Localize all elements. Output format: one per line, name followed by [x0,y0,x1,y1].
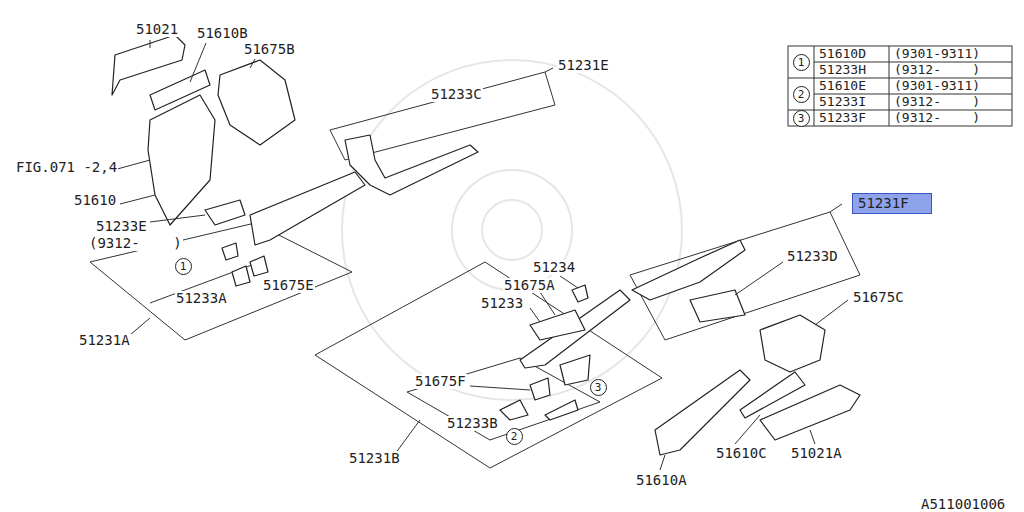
part-number: 51233E [95,219,148,234]
part-number: 51675C [852,290,905,305]
part-number: 51021 [135,22,179,37]
part-number: 51675E [262,278,315,293]
part-number: 51610B [196,26,249,41]
leader-lines [110,40,848,470]
callout-circle: 2 [793,86,810,103]
part-number: 51610A [635,473,688,488]
part-number: 51675A [503,278,556,293]
part-number: 51610C [715,446,768,461]
table-cell: (9312- ) [893,111,981,125]
callout-number: 3 [595,382,602,393]
part-number: 51610 [73,193,117,208]
callout-number: 1 [180,261,187,272]
part-number: 51233D [786,249,839,264]
part-number: 51233A [175,291,228,306]
part-number: FIG.071 -2,4 [15,160,118,175]
table-cell: (9312- ) [893,63,981,77]
highlighted-part-number: 51231F [852,193,932,214]
callout-circle: 2 [506,428,523,445]
table-cell: 51233F [818,111,867,125]
group-outlines [90,72,860,468]
part-number: 51233 [480,296,524,311]
callout-circle: 3 [590,379,607,396]
callout-circle: 1 [175,258,192,275]
table-cell: (9301-9311) [893,47,981,61]
part-number: 51234 [532,260,576,275]
callout-number: 2 [511,431,518,442]
table-cell: (9301-9311) [893,79,981,93]
part-number: 51231A [78,333,131,348]
part-number: 51231F [858,196,909,211]
reference-table-grid [788,46,1012,126]
part-number: 51231E [557,58,610,73]
figure-code: A511001006 [920,497,1006,512]
callout-circle: 3 [793,110,810,127]
part-number: 51233C [430,87,483,102]
callout-number: 3 [798,113,805,124]
body-panels [112,35,860,455]
callout-number: 1 [798,57,805,68]
table-cell: (9312- ) [893,95,981,109]
table-cell: 51233H [818,63,867,77]
table-cell: 51610E [818,79,867,93]
part-number: 51231B [348,451,401,466]
table-cell: 51233I [818,95,867,109]
part-number: 51021A [790,446,843,461]
callout-circle: 1 [793,54,810,71]
callout-number: 2 [798,89,805,100]
part-number: 51233B [446,416,499,431]
part-number: (9312- ) [88,236,183,251]
part-number: 51675F [414,374,467,389]
watermark-emblem [342,60,682,400]
part-number: 51675B [243,42,296,57]
table-cell: 51610D [818,47,867,61]
